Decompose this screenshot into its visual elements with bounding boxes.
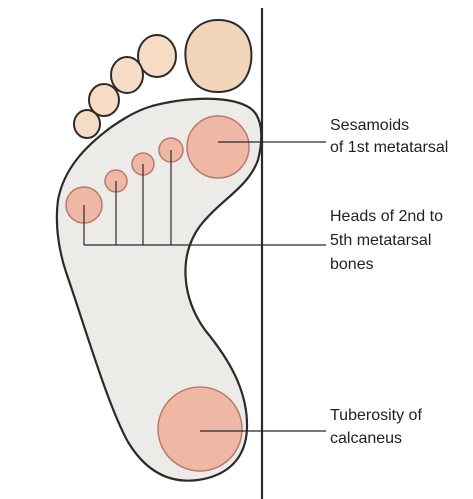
metatarsal-label-line2: 5th metatarsal [330, 232, 431, 249]
metatarsal-label-line3: bones [330, 256, 374, 273]
big-toe [185, 20, 251, 92]
labels: Sesamoids of 1st metatarsal Heads of 2nd… [330, 117, 448, 447]
calcaneus-label-line2: calcaneus [330, 430, 402, 447]
metatarsal-label-line1: Heads of 2nd to [330, 208, 443, 225]
second-toe [138, 35, 176, 77]
third-toe [111, 57, 143, 93]
sesamoids-label-line2: of 1st metatarsal [330, 139, 448, 156]
sesamoids-pressure-point [187, 116, 249, 178]
calcaneus-label-line1: Tuberosity of [330, 407, 422, 424]
fifth-toe [74, 110, 100, 138]
sesamoids-label-line1: Sesamoids [330, 117, 409, 134]
calcaneus-pressure-point [158, 387, 242, 471]
